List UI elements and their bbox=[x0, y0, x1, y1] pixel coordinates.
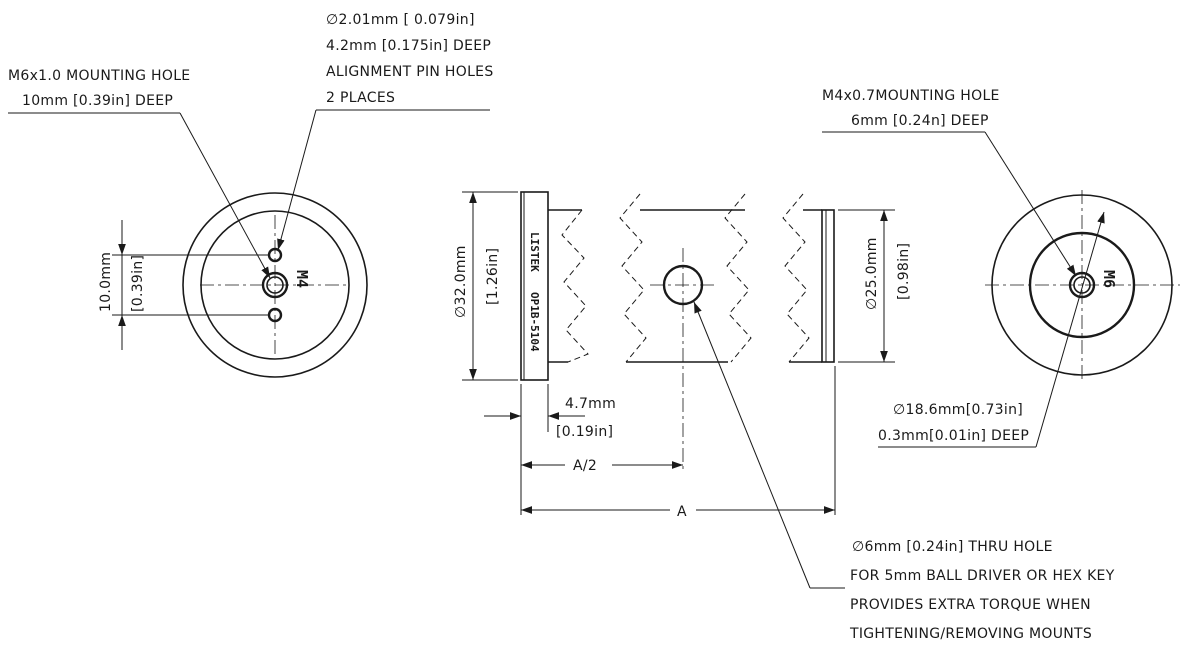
part-marking: OP1B-5104 bbox=[528, 292, 541, 352]
mount-hole-note-line2: 10mm [0.39in] DEEP bbox=[22, 93, 173, 109]
leader-thru-hole bbox=[693, 301, 811, 589]
right-thread-marking: M6 bbox=[1100, 270, 1118, 288]
leader-pin bbox=[277, 109, 317, 251]
left-end-view: M4 10.0mm [0.39in] M6x1.0 MOUNTING HOLE … bbox=[8, 12, 494, 378]
right-end-view: M6 M4x0.7MOUNTING HOLE 6mm [0.24n] DEEP … bbox=[822, 88, 1180, 448]
right-end-shoulder bbox=[821, 209, 835, 363]
brand-marking: LISTEK bbox=[528, 232, 541, 272]
m6-mounting-hole bbox=[261, 271, 289, 299]
break-line-4 bbox=[782, 193, 810, 363]
dim-flange-mm: 4.7mm bbox=[565, 396, 616, 412]
dim-diameter-in: [1.26in] bbox=[485, 248, 501, 305]
m4-note-line2: 6mm [0.24n] DEEP bbox=[851, 113, 989, 129]
dim-flange-in: [0.19in] bbox=[556, 424, 613, 440]
leader-m6 bbox=[179, 112, 271, 279]
pin-note-line4: 2 PLACES bbox=[326, 90, 395, 106]
dim-spacing-mm: 10.0mm bbox=[98, 252, 114, 312]
dim-right-mm: ∅25.0mm bbox=[864, 237, 880, 310]
m6-thread-circle bbox=[266, 276, 284, 294]
side-view: LISTEK OP1B-5104 ∅32.0mm [1.26in] bbox=[453, 191, 1115, 642]
pin-note-line2: 4.2mm [0.175in] DEEP bbox=[326, 38, 491, 54]
thru-note-line3: PROVIDES EXTRA TORQUE WHEN bbox=[850, 597, 1091, 613]
thru-note-line4: TIGHTENING/REMOVING MOUNTS bbox=[849, 626, 1092, 642]
dim-diameter-mm: ∅32.0mm bbox=[453, 245, 469, 318]
dim-half-length: A/2 bbox=[573, 458, 597, 474]
m4-thread-circle bbox=[1073, 276, 1091, 294]
outer-circle bbox=[182, 192, 368, 378]
cbore-note-line1: ∅18.6mm[0.73in] bbox=[893, 402, 1023, 418]
left-thread-marking: M4 bbox=[293, 270, 311, 288]
leader-m4 bbox=[984, 131, 1077, 277]
dim-spacing-in: [0.39in] bbox=[130, 255, 146, 312]
thru-note-line2: FOR 5mm BALL DRIVER OR HEX KEY bbox=[850, 568, 1115, 584]
dim-right-in: [0.98in] bbox=[896, 243, 912, 300]
m4-note-line1: M4x0.7MOUNTING HOLE bbox=[822, 88, 1000, 104]
break-line-1 bbox=[561, 209, 589, 363]
dim-length: A bbox=[677, 504, 687, 520]
leader-cbore bbox=[1035, 211, 1105, 448]
pin-note-line3: ALIGNMENT PIN HOLES bbox=[326, 64, 494, 80]
mount-hole-note-line1: M6x1.0 MOUNTING HOLE bbox=[8, 68, 190, 84]
pin-note-line1: ∅2.01mm [ 0.079in] bbox=[326, 12, 475, 28]
cbore-note-line2: 0.3mm[0.01in] DEEP bbox=[878, 428, 1029, 444]
flange-left bbox=[520, 191, 549, 381]
break-line-3 bbox=[724, 193, 752, 363]
break-line-2 bbox=[619, 193, 647, 363]
thru-note-line1: ∅6mm [0.24in] THRU HOLE bbox=[852, 539, 1053, 555]
m4-mounting-hole bbox=[1068, 271, 1096, 299]
